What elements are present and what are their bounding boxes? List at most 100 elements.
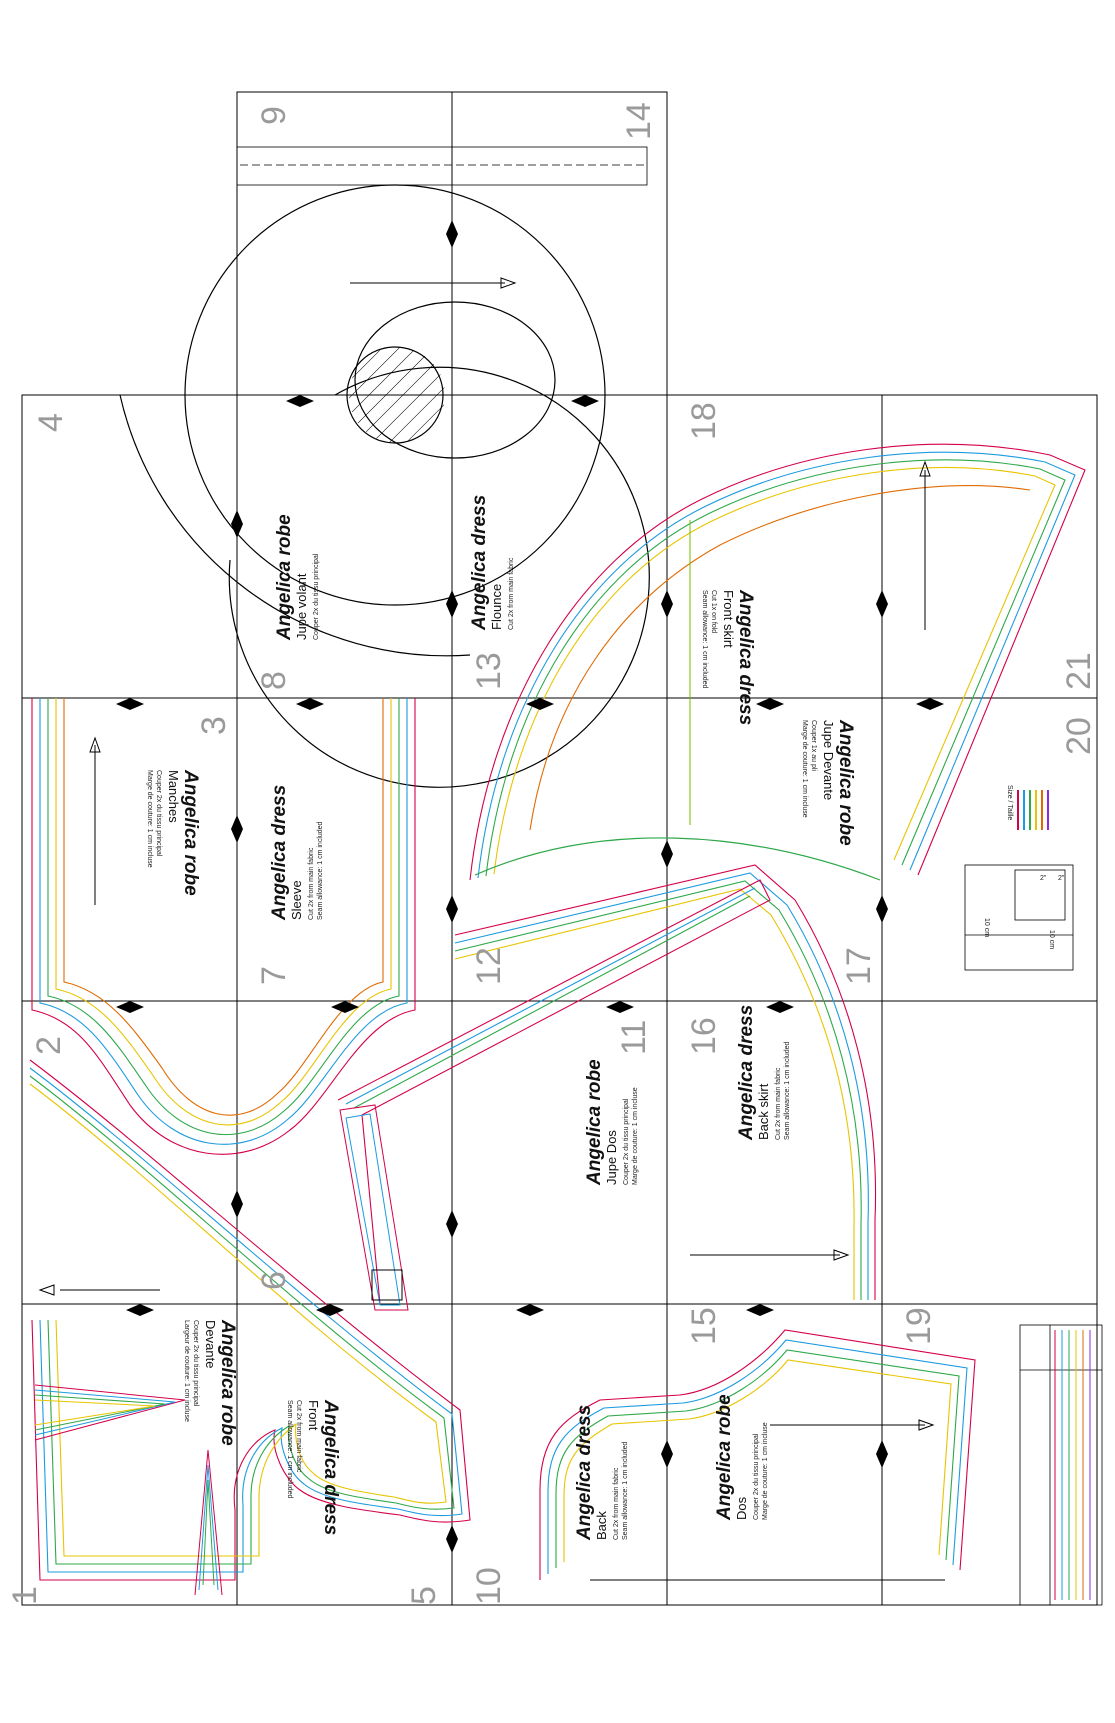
svg-text:Marge de couture: 1 cm incluse: Marge de couture: 1 cm incluse [762, 1422, 769, 1520]
bust-dart [34, 1384, 186, 1441]
grain-arrow [918, 1419, 935, 1431]
svg-text:Front: Front [306, 1400, 321, 1431]
svg-text:Cut 2x from main fabric: Cut 2x from main fabric [508, 557, 515, 630]
label-front-en: Angelica dress Front Cut 2x from main fa… [286, 1399, 341, 1535]
header-strip [236, 146, 648, 186]
svg-text:Couper 2x du tissu principal: Couper 2x du tissu principal [155, 770, 162, 857]
grain-arrow [89, 736, 101, 753]
svg-text:Angelica dress: Angelica dress [269, 785, 290, 921]
svg-text:Angelica dress: Angelica dress [320, 1399, 341, 1535]
svg-text:Angelica robe: Angelica robe [835, 719, 856, 846]
page-number: 15 [685, 1307, 723, 1345]
test-square-side-1: 2" [1040, 875, 1047, 882]
svg-text:Cut 2x from main fabric: Cut 2x from main fabric [295, 1400, 302, 1473]
page-number: 16 [685, 1017, 723, 1055]
svg-text:Flounce: Flounce [489, 584, 504, 630]
label-back-fr: Angelica robe Dos Couper 2x du tissu pri… [714, 1394, 769, 1521]
svg-text:Marge de couture: 1 cm incluse: Marge de couture: 1 cm incluse [146, 770, 153, 868]
page-number: 21 [1060, 652, 1098, 690]
svg-text:Couper 1x au pli: Couper 1x au pli [810, 720, 817, 771]
svg-text:Angelica robe: Angelica robe [180, 769, 201, 896]
front-skirt-piece [469, 443, 1086, 881]
svg-text:Sleeve: Sleeve [289, 880, 304, 920]
svg-text:Jupe Dos: Jupe Dos [604, 1130, 619, 1185]
page-number: 14 [620, 102, 658, 140]
test-square-width: 10 cm [983, 918, 990, 937]
info-table [1019, 1324, 1103, 1606]
svg-text:Couper 2x du tissu principal: Couper 2x du tissu principal [313, 553, 320, 640]
svg-text:Seam allowance: 1 cm included: Seam allowance: 1 cm included [784, 1041, 791, 1140]
svg-text:Back: Back [594, 1511, 609, 1540]
page-number: 8 [255, 671, 293, 690]
page-number: 11 [615, 1020, 653, 1055]
skirt-hem-line [474, 837, 881, 881]
svg-text:Angelica dress: Angelica dress [735, 589, 756, 725]
svg-text:Couper 2x du tissu principal: Couper 2x du tissu principal [753, 1433, 760, 1520]
back-skirt-piece [454, 864, 877, 1300]
page-number: 4 [32, 413, 70, 432]
grain-arrow [919, 460, 931, 477]
fold-hatch [349, 347, 445, 443]
waist-strip [337, 879, 771, 1305]
alignment-marks [116, 220, 944, 1553]
svg-text:Jupe volant: Jupe volant [294, 573, 309, 640]
legend-title: Size / Taille [1006, 785, 1013, 820]
test-square-height: 10 cm [1048, 930, 1055, 949]
page-grid [21, 91, 1098, 1606]
svg-text:Seam allowance: 1 cm included: Seam allowance: 1 cm included [701, 590, 708, 689]
page-number: 1 [6, 1586, 44, 1605]
page-number: 19 [900, 1307, 938, 1345]
svg-text:Cut 2x from main fabric: Cut 2x from main fabric [613, 1467, 620, 1540]
page-numbers: 1 2 3 4 5 6 7 8 9 10 11 12 13 14 15 16 1… [6, 102, 1098, 1605]
svg-text:Cut 2x from main fabric: Cut 2x from main fabric [775, 1067, 782, 1140]
page-number: 7 [255, 966, 293, 985]
waist-dart [194, 1449, 223, 1596]
svg-text:Cut 1x on fold: Cut 1x on fold [710, 590, 717, 633]
svg-text:Jupe Devante: Jupe Devante [821, 720, 836, 800]
label-backskirt-en: Angelica dress Back skirt Cut 2x from ma… [736, 1005, 791, 1141]
back-bodice-piece [539, 1329, 976, 1580]
size-legend: Size / Taille [1006, 785, 1049, 830]
svg-text:Seam allowance: 1 cm included: Seam allowance: 1 cm included [622, 1441, 629, 1540]
page-number: 3 [195, 716, 233, 735]
svg-text:Largeur de couture: 1 cm inclu: Largeur de couture: 1 cm incluse [183, 1320, 190, 1422]
label-frontskirt-fr: Angelica robe Jupe Devante Couper 1x au … [801, 719, 856, 846]
page-number: 12 [470, 947, 508, 985]
svg-text:Angelica robe: Angelica robe [217, 1319, 238, 1446]
svg-text:Angelica robe: Angelica robe [714, 1394, 735, 1521]
svg-text:Marge de couture: 1 cm incluse: Marge de couture: 1 cm incluse [632, 1087, 639, 1185]
svg-text:Couper 2x du tissu principal: Couper 2x du tissu principal [623, 1098, 630, 1185]
page-number: 9 [255, 106, 293, 125]
test-square [964, 864, 1074, 971]
grain-arrow [500, 277, 517, 289]
svg-text:Angelica robe: Angelica robe [584, 1059, 605, 1186]
page-number: 17 [840, 947, 878, 985]
label-flounce-fr: Angelica robe Jupe volant Couper 2x du t… [274, 514, 320, 641]
label-sleeve-fr: Angelica robe Manches Couper 2x du tissu… [146, 769, 201, 896]
svg-text:Dos: Dos [734, 1496, 749, 1520]
label-box [371, 1269, 403, 1301]
label-backskirt-fr: Angelica robe Jupe Dos Couper 2x du tiss… [584, 1059, 639, 1186]
label-back-en: Angelica dress Back Cut 2x from main fab… [574, 1405, 629, 1541]
sleeve-piece [31, 698, 416, 1155]
svg-text:Back skirt: Back skirt [756, 1083, 771, 1140]
svg-text:Marge de couture: 1 cm incluse: Marge de couture: 1 cm incluse [801, 720, 808, 818]
flounce-piece [119, 184, 650, 788]
label-sleeve-en: Angelica dress Sleeve Cut 2x from main f… [269, 785, 324, 921]
label-frontskirt-en: Angelica dress Front skirt Cut 1x on fol… [701, 589, 756, 725]
page-number: 13 [470, 652, 508, 690]
svg-text:Angelica dress: Angelica dress [574, 1405, 595, 1541]
page-number: 2 [30, 1036, 68, 1055]
svg-text:Angelica dress: Angelica dress [469, 495, 490, 631]
svg-text:Manches: Manches [166, 770, 181, 823]
svg-text:Seam allowance: 1 cm included: Seam allowance: 1 cm included [317, 821, 324, 920]
grain-arrow [833, 1249, 850, 1261]
svg-text:Couper 2x du tissu principal: Couper 2x du tissu principal [192, 1320, 199, 1407]
sash-piece [339, 1104, 409, 1311]
label-flounce-en: Angelica dress Flounce Cut 2x from main … [469, 495, 515, 631]
page-number: 6 [255, 1271, 293, 1290]
svg-text:Angelica robe: Angelica robe [274, 514, 295, 641]
svg-text:Cut 2x from main fabric: Cut 2x from main fabric [308, 847, 315, 920]
svg-text:Seam allowance: 1 cm included: Seam allowance: 1 cm included [286, 1400, 293, 1499]
